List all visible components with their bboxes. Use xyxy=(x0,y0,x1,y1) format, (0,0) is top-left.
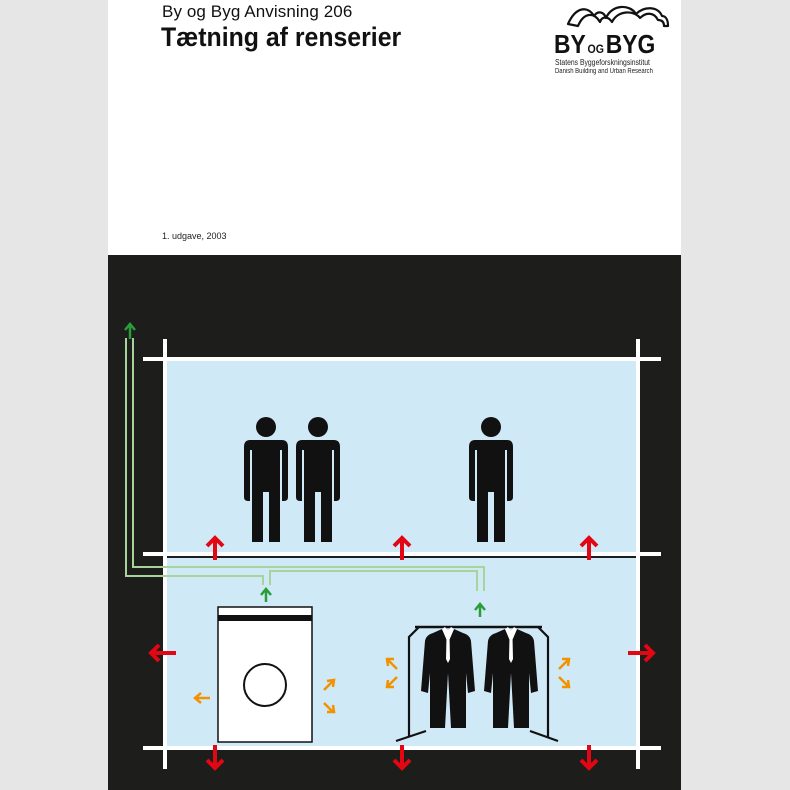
page-title: Tætning af renserier xyxy=(161,22,402,52)
skyline-logo-icon xyxy=(566,5,670,28)
cover-illustration xyxy=(108,255,681,790)
logo-institute-name: Statens Byggeforskningsinstitut xyxy=(555,58,650,67)
extraction-arrows xyxy=(124,322,486,617)
washing-machine-icon xyxy=(217,606,313,743)
upper-room xyxy=(165,361,637,553)
series-label: By og Byg Anvisning 206 xyxy=(162,2,353,21)
dry-cleaner-diagram xyxy=(124,322,661,771)
cover-page: By og Byg Anvisning 206 Tætning af rense… xyxy=(108,0,681,790)
emission-arrows xyxy=(193,657,571,714)
leak-arrows xyxy=(148,535,656,771)
logo-institute-name-en: Danish Building and Urban Research xyxy=(555,68,653,75)
edition-label: 1. udgave, 2003 xyxy=(162,231,227,241)
extraction-duct xyxy=(125,338,485,591)
garment-rack-icon xyxy=(395,625,559,743)
